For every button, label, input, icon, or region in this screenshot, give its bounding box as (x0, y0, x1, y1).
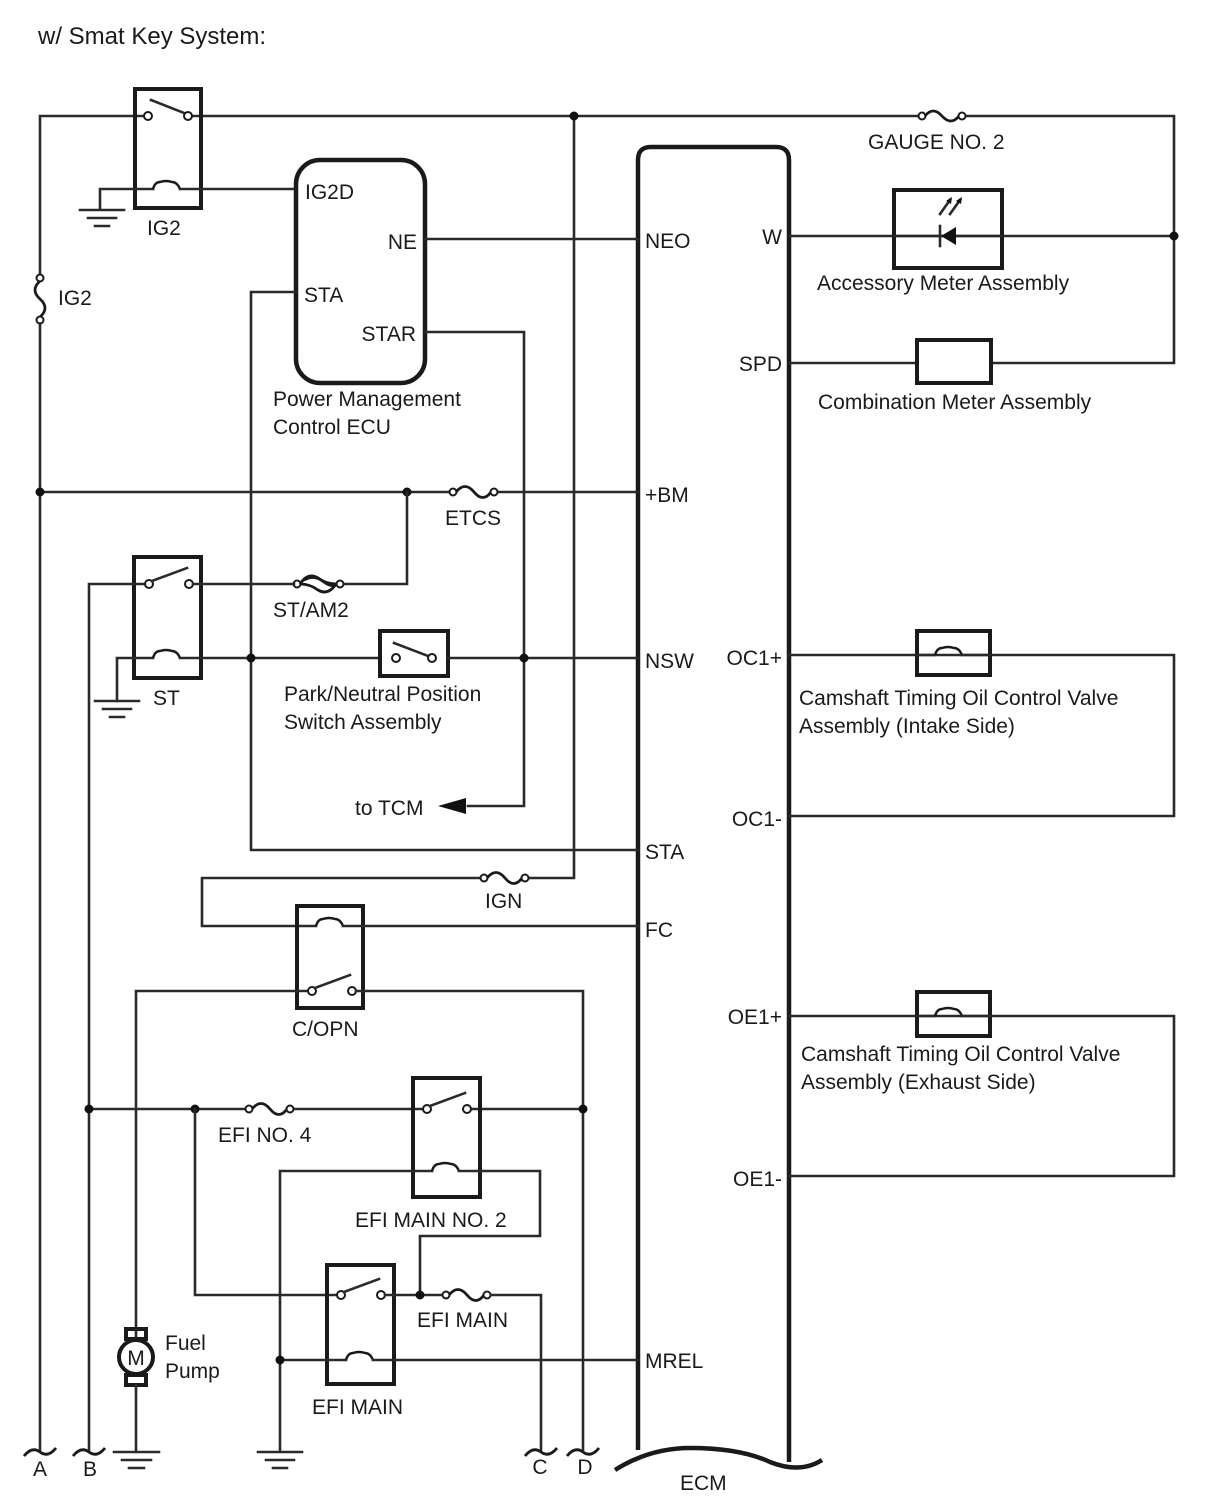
fuse-st-am2: ST/AM2 (273, 574, 349, 622)
fuel-pump: M Fuel Pump (117, 1327, 220, 1454)
fuse-efi-main-label: EFI MAIN (417, 1309, 508, 1332)
combination-meter-assembly: Combination Meter Assembly (818, 338, 1092, 414)
ecm-pin-oc1-plus: OC1+ (727, 647, 782, 670)
fuse-etcs-label: ETCS (445, 507, 501, 530)
led-icon (938, 197, 962, 248)
power-management-ecu: IG2D NE STA STAR Power Management Contro… (273, 157, 461, 439)
ground-icon (256, 1450, 304, 1470)
connector-d-label: D (577, 1456, 592, 1479)
ocv-intake-label-line2: Assembly (Intake Side) (799, 715, 1015, 738)
ecm-pin-oc1-minus: OC1- (732, 808, 782, 831)
ecm-block: ECM NEO +BM NSW STA FC MREL W SPD OC1+ O… (613, 144, 824, 1495)
pm-ecu-pin-ne: NE (388, 231, 417, 254)
park-neutral-label-line1: Park/Neutral Position (284, 683, 481, 706)
relay-efi-main: EFI MAIN (275, 1263, 640, 1419)
ground-icon (112, 1450, 161, 1470)
connector-a: A (22, 1447, 58, 1481)
connector-a-label: A (33, 1458, 47, 1481)
fuse-ign-label: IGN (485, 890, 522, 913)
connector-c-label: C (532, 1456, 547, 1479)
ocv-exhaust-label-line2: Assembly (Exhaust Side) (801, 1071, 1036, 1094)
relay-c-opn-label: C/OPN (292, 1018, 359, 1041)
connector-b: B (71, 1447, 107, 1481)
ecm-pin-sta: STA (645, 841, 684, 864)
ecm-pin-mrel: MREL (645, 1350, 703, 1373)
fuse-ig2-label: IG2 (58, 287, 92, 310)
fuse-ign: IGN (200, 871, 530, 928)
pm-ecu-name-line1: Power Management (273, 388, 461, 411)
fuse-efi-no4: EFI NO. 4 (218, 1102, 312, 1147)
ocv-exhaust-label-line1: Camshaft Timing Oil Control Valve (801, 1043, 1120, 1066)
ecm-label: ECM (680, 1472, 727, 1495)
motor-symbol: M (127, 1347, 145, 1370)
bm-wires (35, 487, 640, 586)
ocv-exhaust: Camshaft Timing Oil Control Valve Assemb… (787, 990, 1176, 1178)
fuse-etcs: ETCS (445, 485, 501, 530)
ecm-pin-fc: FC (645, 919, 673, 942)
relay-efi-main-label: EFI MAIN (312, 1396, 403, 1419)
efi-bus-wires (84, 1104, 588, 1297)
ecm-pin-nsw: NSW (645, 650, 694, 673)
diagram-title: w/ Smat Key System: (37, 23, 266, 50)
fuel-pump-label-line2: Pump (165, 1360, 220, 1383)
pm-ecu-pin-star: STAR (362, 323, 416, 346)
fuse-gauge-no2: GAUGE NO. 2 (868, 109, 1005, 154)
fuse-ig2: IG2 (33, 273, 92, 325)
ocv-intake: Camshaft Timing Oil Control Valve Assemb… (787, 629, 1176, 818)
park-neutral-label-line2: Switch Assembly (284, 711, 442, 734)
connector-d: D (565, 1447, 601, 1479)
pm-ecu-wires (249, 237, 640, 852)
to-tcm-label: to TCM (355, 797, 423, 820)
accessory-meter-label: Accessory Meter Assembly (817, 272, 1070, 295)
pm-ecu-pin-sta: STA (304, 284, 343, 307)
fuse-efi-main: EFI MAIN (417, 1288, 543, 1452)
accessory-meter-assembly: Accessory Meter Assembly (787, 188, 1179, 295)
relay-ig2-label: IG2 (147, 217, 181, 240)
fuel-pump-label-line1: Fuel (165, 1332, 206, 1355)
relay-st: ST (87, 555, 382, 1452)
ecm-pin-w: W (762, 226, 782, 249)
top-bus-wires (38, 111, 1176, 1452)
relay-ig2: IG2 (98, 87, 298, 240)
relay-st-label: ST (153, 687, 180, 710)
relay-efi-main-no2: EFI MAIN NO. 2 (278, 1076, 542, 1452)
fuse-gauge-no2-label: GAUGE NO. 2 (868, 131, 1005, 154)
relay-c-opn: C/OPN (134, 904, 640, 1452)
motor-icon (117, 1338, 155, 1376)
combination-meter-label: Combination Meter Assembly (818, 391, 1092, 414)
relay-efi-main-no2-label: EFI MAIN NO. 2 (355, 1209, 507, 1232)
ecm-pin-oe1-minus: OE1- (733, 1168, 782, 1191)
ground-icon (93, 699, 141, 719)
ecm-pin-oe1-plus: OE1+ (728, 1006, 782, 1029)
fuse-st-am2-label: ST/AM2 (273, 599, 349, 622)
park-neutral-switch: Park/Neutral Position Switch Assembly (284, 629, 640, 734)
pm-ecu-pin-ig2d: IG2D (305, 181, 354, 204)
ground-icon (78, 208, 126, 228)
ecm-pin-spd: SPD (739, 353, 782, 376)
connector-c: C (523, 1447, 559, 1479)
pm-ecu-name-line2: Control ECU (273, 416, 391, 439)
ecm-pin-neo: NEO (645, 230, 691, 253)
connector-b-label: B (83, 1458, 97, 1481)
fuse-efi-no4-label: EFI NO. 4 (218, 1124, 312, 1147)
ocv-intake-label-line1: Camshaft Timing Oil Control Valve (799, 687, 1118, 710)
ecm-break-line (613, 1445, 824, 1472)
ecm-pin-bm: +BM (645, 484, 689, 507)
